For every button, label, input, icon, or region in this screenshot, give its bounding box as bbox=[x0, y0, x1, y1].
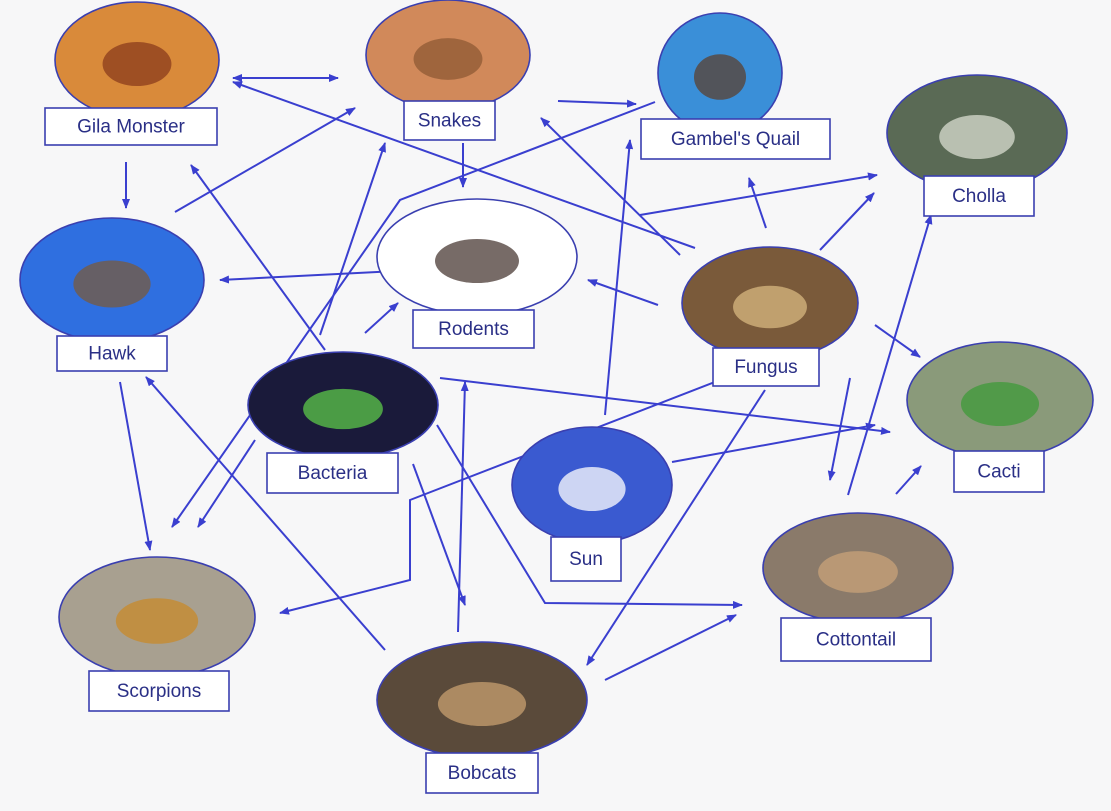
fungus-label-box bbox=[712, 347, 820, 387]
cholla-label: Cholla bbox=[952, 186, 1006, 207]
node-cholla: Cholla bbox=[886, 74, 1068, 217]
fungus-label: Fungus bbox=[734, 357, 797, 378]
cacti-label-box bbox=[953, 450, 1045, 493]
node-scorpions: Scorpions bbox=[58, 556, 256, 712]
arrow-snakes-to-quail bbox=[557, 99, 637, 108]
bacteria-subject-shape bbox=[303, 388, 383, 430]
cottontail-label-box bbox=[780, 617, 932, 662]
quail-label: Gambel's Quail bbox=[671, 129, 800, 150]
arrow-bobcats-to-hawk bbox=[145, 376, 386, 651]
hawk-label-box bbox=[56, 335, 168, 372]
bacteria-label-box bbox=[266, 452, 399, 494]
snakes-label-box bbox=[403, 100, 496, 141]
node-cottontail: Cottontail bbox=[762, 512, 954, 662]
arrow-hawk-to-snakes bbox=[174, 107, 356, 213]
sun-label: Sun bbox=[569, 549, 603, 570]
scorpions-label: Scorpions bbox=[117, 681, 202, 702]
cacti-label: Cacti bbox=[977, 462, 1020, 483]
arrow-bacteria-to-snakes bbox=[319, 142, 386, 336]
node-bacteria: Bacteria bbox=[247, 351, 439, 494]
arrow-fungus-to-cottontail bbox=[827, 377, 851, 481]
scorpions-label-box bbox=[88, 670, 230, 712]
node-gila: Gila Monster bbox=[44, 1, 220, 146]
arrow-hawk-to-scorpions bbox=[119, 381, 153, 551]
sun-label-box bbox=[550, 536, 622, 582]
arrow-fungus-to-snakes bbox=[540, 117, 681, 256]
arrow-bacteria-to-cottontail bbox=[436, 424, 743, 609]
arrow-bacteria-to-cacti bbox=[439, 377, 891, 435]
gila-subject-shape bbox=[102, 41, 172, 87]
bobcats-label: Bobcats bbox=[448, 763, 517, 784]
node-hawk: Hawk bbox=[19, 217, 205, 372]
quail-subject-shape bbox=[693, 54, 747, 100]
cacti-subject-shape bbox=[960, 381, 1040, 427]
cholla-subject-shape bbox=[939, 114, 1015, 160]
arrow-cottontail-to-cacti bbox=[895, 465, 922, 495]
arrow-fungus-to-rodents bbox=[587, 279, 659, 306]
gila-label: Gila Monster bbox=[77, 117, 185, 138]
snakes-label: Snakes bbox=[418, 111, 481, 132]
arrow-quail-to-scorpions bbox=[171, 101, 656, 528]
node-snakes: Snakes bbox=[365, 0, 531, 141]
hawk-label: Hawk bbox=[88, 344, 136, 365]
node-fungus: Fungus bbox=[681, 246, 859, 387]
arrow-bobcats-to-cottontail bbox=[604, 614, 737, 681]
bobcats-label-box bbox=[425, 752, 539, 794]
fungus-subject-shape bbox=[733, 285, 807, 329]
arrow-bacteria-to-rodents bbox=[364, 302, 399, 334]
sun-subject-shape bbox=[558, 466, 626, 512]
node-cacti: Cacti bbox=[906, 341, 1094, 493]
snakes-subject-shape bbox=[413, 38, 483, 80]
arrow-bacteria-to-bobcats bbox=[412, 463, 466, 606]
arrow-fungus-to-gila bbox=[232, 81, 696, 249]
arrow-bacteria-to-gila bbox=[190, 164, 326, 351]
arrow-bacteria-to-scorpions bbox=[197, 439, 256, 528]
arrow-fungus-to-cholla bbox=[819, 192, 875, 251]
arrow-fungus-to-bobcats bbox=[586, 389, 766, 666]
node-quail: Gambel's Quail bbox=[640, 12, 831, 160]
cottontail-subject-shape bbox=[818, 551, 898, 593]
rodents-subject-shape bbox=[435, 238, 519, 284]
arrow-bobcats-to-rodents bbox=[457, 381, 469, 633]
node-bobcats: Bobcats bbox=[376, 641, 588, 794]
node-sun: Sun bbox=[511, 426, 673, 582]
hawk-subject-shape bbox=[73, 260, 151, 308]
rodents-label-box bbox=[412, 309, 535, 349]
node-rodents: Rodents bbox=[376, 198, 578, 349]
arrow-bacteria-to-quail bbox=[604, 139, 634, 416]
bobcats-subject-shape bbox=[437, 681, 527, 727]
arrow-fungus-to-cacti bbox=[874, 324, 921, 358]
arrow-cottontail-to-cholla bbox=[847, 214, 933, 496]
arrow-fungus-to-quail bbox=[748, 177, 767, 229]
scorpions-subject-shape bbox=[115, 598, 199, 644]
arrow-rodents-to-cholla bbox=[639, 172, 878, 216]
bacteria-label: Bacteria bbox=[298, 463, 368, 484]
arrow-sun-to-cacti bbox=[671, 422, 876, 463]
cholla-label-box bbox=[923, 175, 1035, 217]
quail-label-box bbox=[640, 118, 831, 160]
gila-label-box bbox=[44, 107, 218, 146]
rodents-label: Rodents bbox=[438, 319, 509, 340]
cottontail-label: Cottontail bbox=[816, 630, 896, 651]
